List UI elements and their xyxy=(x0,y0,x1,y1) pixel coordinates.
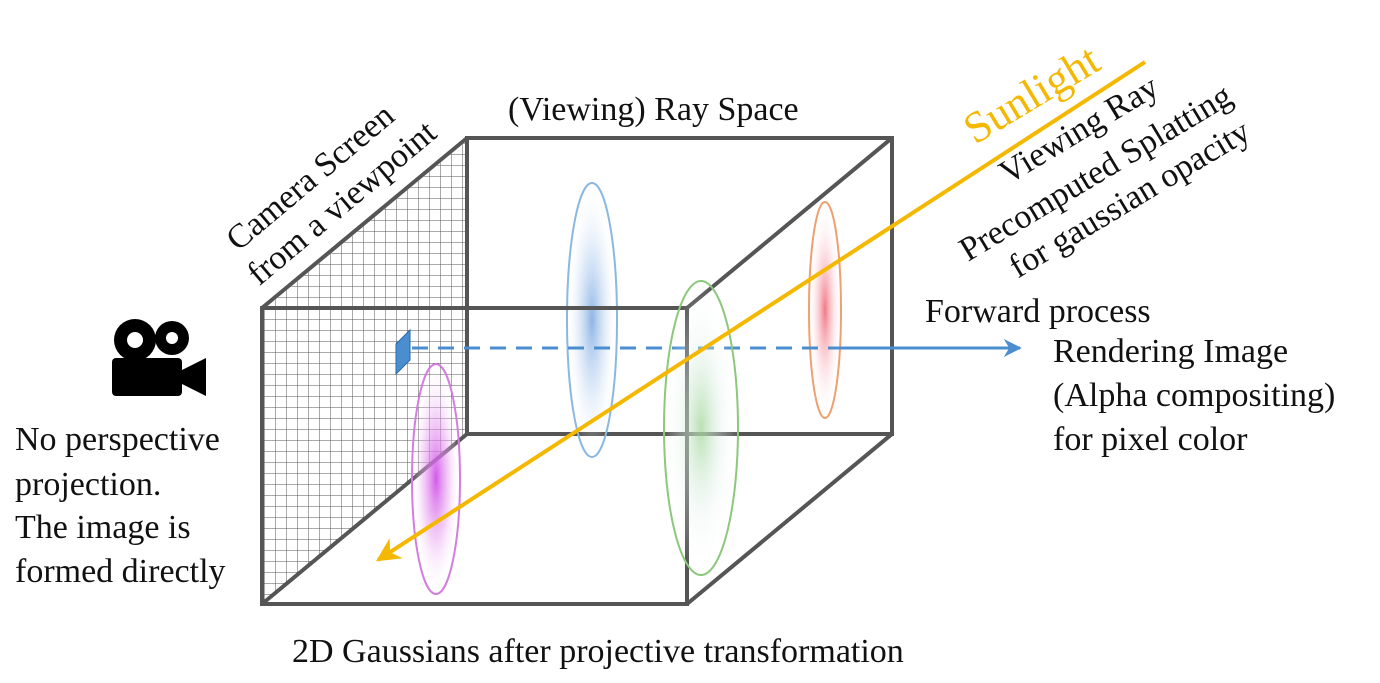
sunlight-ray xyxy=(375,60,1147,562)
gaussian-magenta xyxy=(411,363,461,595)
box-edge-bottom-right xyxy=(685,432,894,606)
screen-pixel xyxy=(395,328,411,376)
camera-reel-hole xyxy=(127,332,143,348)
rendering-line3: for pixel color xyxy=(1053,421,1248,458)
video-camera-icon xyxy=(112,319,206,396)
gaussian-red xyxy=(808,201,842,419)
bottom-caption: 2D Gaussians after projective transforma… xyxy=(292,633,904,670)
no-perspective-line2: projection. xyxy=(15,466,161,503)
ray-space-label: (Viewing) Ray Space xyxy=(508,91,799,128)
camera-reel-hole xyxy=(166,332,178,344)
gaussian-green xyxy=(663,280,739,576)
no-perspective-line4: formed directly xyxy=(15,553,226,590)
gaussian-blue xyxy=(566,182,618,458)
no-perspective-line1: No perspective xyxy=(15,421,220,458)
forward-process-label: Forward process xyxy=(925,293,1151,330)
rendering-line1: Rendering Image xyxy=(1053,333,1288,370)
no-perspective-line3: The image is xyxy=(15,509,191,546)
rendering-line2: (Alpha compositing) xyxy=(1053,377,1335,414)
camera-screen-grid xyxy=(262,138,467,604)
box-edge-top-left xyxy=(260,136,469,310)
box-edge-top-right xyxy=(685,136,894,310)
